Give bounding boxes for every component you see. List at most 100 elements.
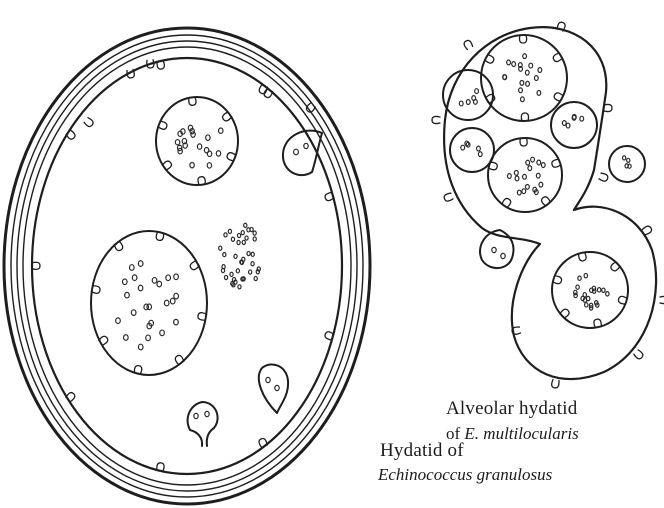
protoscolex — [514, 170, 518, 175]
protoscolex — [501, 253, 505, 258]
protoscolex — [627, 158, 630, 162]
cyst-germinal-layer — [32, 58, 342, 474]
protoscolex — [537, 90, 541, 95]
protoscolex — [223, 252, 226, 256]
protoscolex — [526, 184, 530, 189]
protoscolex — [585, 303, 588, 307]
protoscolex — [275, 385, 279, 390]
protoscolex — [131, 310, 136, 316]
cyst-outer-laminated-wall — [4, 28, 370, 504]
protoscolex — [606, 292, 609, 296]
protoscolex — [507, 174, 511, 179]
protoscolex — [249, 270, 252, 274]
protoscolex — [254, 276, 257, 280]
protoscolex — [304, 143, 308, 148]
brood-bud — [520, 35, 527, 43]
brood-capsule — [188, 402, 218, 446]
protoscolex — [224, 275, 227, 279]
protoscolex — [253, 237, 256, 241]
protoscolex — [517, 190, 521, 195]
protoscolex — [562, 121, 566, 126]
protoscolex — [515, 176, 519, 181]
protoscolex — [224, 233, 227, 237]
protoscolex — [528, 166, 532, 171]
protoscolex — [247, 251, 250, 255]
protoscolex — [219, 246, 222, 250]
protoscolex — [531, 157, 535, 162]
protoscolex — [522, 189, 526, 194]
protoscolex — [526, 160, 530, 165]
protoscolex — [576, 285, 579, 289]
protoscolex — [157, 281, 162, 287]
multilocularis-alveolar-cyst — [443, 27, 656, 379]
protoscolex — [244, 223, 247, 227]
protoscolex — [526, 81, 530, 86]
protoscolex — [190, 162, 194, 167]
protoscolex — [144, 304, 149, 310]
protoscolex — [519, 88, 523, 93]
protoscolex — [534, 76, 538, 81]
brood-capsule — [283, 131, 322, 175]
protoscolex — [237, 233, 240, 237]
protoscolex — [216, 151, 220, 156]
protoscolex — [566, 123, 570, 128]
protoscolex — [520, 97, 524, 102]
cyst-laminated-layer — [11, 35, 363, 497]
protoscolex — [146, 335, 151, 341]
protoscolex — [294, 149, 299, 155]
caption-multilocularis-line2: of E. multilocularis — [446, 424, 579, 444]
protoscolex — [197, 144, 201, 149]
protoscolex — [584, 273, 587, 277]
protoscolex — [253, 231, 256, 235]
protoscolex — [125, 292, 130, 298]
protoscolex — [205, 411, 209, 416]
protoscolex — [116, 318, 121, 324]
protoscolex — [166, 275, 171, 281]
daughter-cyst — [156, 97, 238, 185]
protoscolex — [574, 293, 577, 297]
protoscolex — [461, 145, 465, 150]
protoscolex — [586, 296, 589, 300]
protoscolex — [194, 413, 198, 418]
protoscolex — [174, 293, 179, 299]
protoscolex — [597, 288, 600, 292]
protoscolex — [523, 174, 527, 179]
protoscolex — [175, 140, 179, 145]
protoscolex — [512, 62, 516, 67]
protoscolex — [234, 254, 237, 258]
protoscolex — [237, 240, 240, 244]
brood-bud — [552, 379, 559, 387]
protoscolex — [478, 152, 482, 157]
protoscolex — [122, 279, 127, 285]
protoscolex — [207, 151, 211, 156]
protoscolex — [539, 182, 543, 187]
protoscolex — [170, 298, 175, 304]
brood-bud — [464, 40, 472, 49]
protoscolex — [581, 296, 584, 300]
protoscolex — [231, 237, 234, 241]
protoscolex — [219, 128, 223, 133]
protoscolex — [247, 228, 250, 232]
protoscolex — [529, 63, 533, 68]
protoscolex — [536, 173, 540, 178]
brood-bud — [444, 193, 453, 201]
caption-multilocularis-line1: Alveolar hydatid — [446, 398, 579, 420]
protoscolex — [228, 229, 231, 233]
brood-bud — [634, 350, 643, 359]
brood-bud — [604, 104, 612, 111]
alveolar-vesicle — [450, 128, 494, 172]
protoscolex — [578, 276, 581, 280]
protoscolex — [174, 319, 179, 325]
protoscolex — [507, 60, 511, 65]
protoscolex — [124, 335, 129, 341]
protoscolex — [477, 146, 481, 151]
protoscolex — [130, 265, 135, 271]
alveolar-vesicle — [481, 35, 567, 121]
brood-bud — [660, 296, 664, 303]
protoscolex — [538, 68, 542, 73]
protoscolex — [152, 278, 157, 284]
protoscolex — [466, 100, 470, 105]
protoscolex — [241, 231, 244, 235]
protoscolex — [580, 116, 584, 121]
protoscolex — [164, 300, 169, 306]
